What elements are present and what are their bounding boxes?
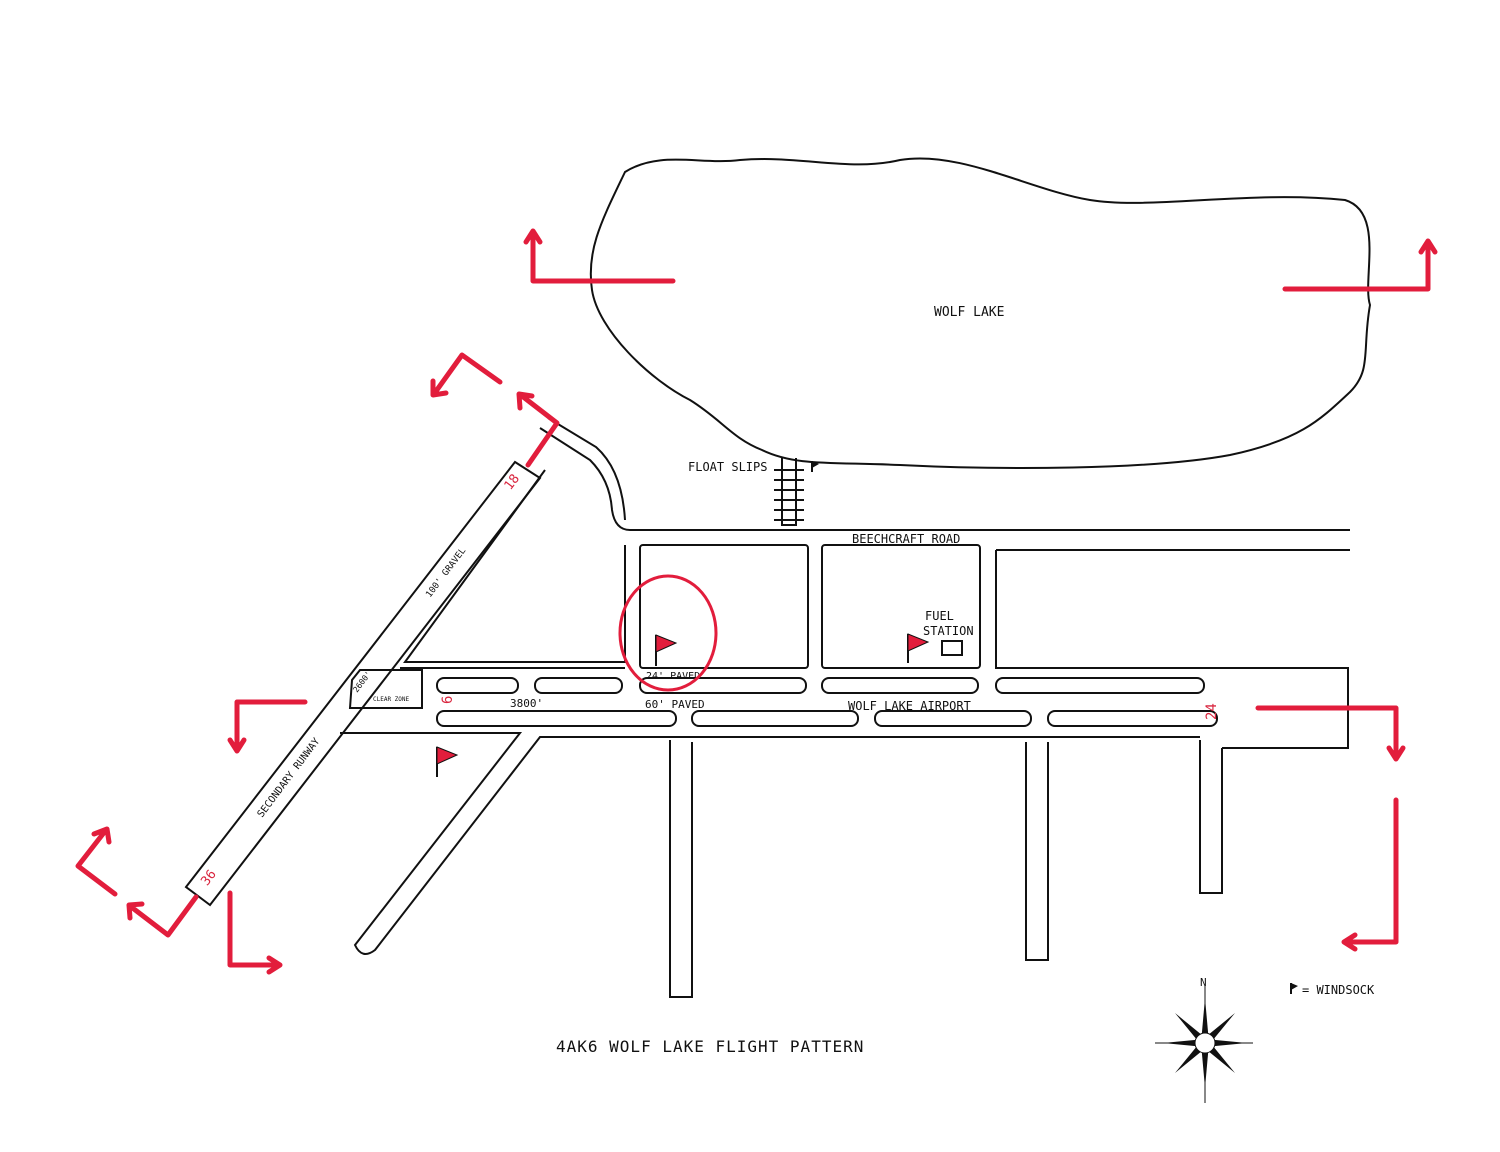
runway-width-label: 60' PAVED <box>645 698 705 711</box>
access-road <box>539 417 1350 551</box>
sec-length-label: 2600' <box>351 670 373 695</box>
lots <box>400 469 1349 749</box>
clear-zone-label: CLEAR ZONE <box>373 696 410 703</box>
lake-label: WOLF LAKE <box>934 305 1004 320</box>
map-title: 4AK6 WOLF LAKE FLIGHT PATTERN <box>556 1037 864 1056</box>
sec-name-label: SECONDARY RUNWAY <box>256 736 323 820</box>
airport-label: WOLF LAKE AIRPORT <box>848 699 971 713</box>
windsock-legend: = WINDSOCK <box>1302 983 1375 997</box>
runway-number-6: 6 <box>440 696 456 704</box>
windsock-legend-icon <box>1290 983 1298 994</box>
secondary-runway <box>184 460 542 907</box>
fuel-label: FUEL <box>925 609 954 623</box>
fuel-label-2: STATION <box>923 624 974 638</box>
road-label: BEECHCRAFT ROAD <box>852 532 960 546</box>
runway-length-label: 3800' <box>510 697 543 710</box>
float-slips-label: FLOAT SLIPS <box>688 460 767 474</box>
windsock-icon <box>436 746 459 777</box>
north-label: N <box>1200 976 1207 989</box>
flight-pattern <box>75 228 1438 975</box>
windsock-icon <box>655 634 678 666</box>
wolf-lake <box>589 157 1372 469</box>
taxi-width-label: 24' PAVED <box>646 671 700 682</box>
float-slips <box>774 458 804 526</box>
sec-surface-label: 100' GRAVEL <box>424 546 468 600</box>
runway-number-24: 24 <box>1204 703 1220 720</box>
windsock-icon <box>907 633 930 663</box>
main-runway <box>340 669 1223 998</box>
highlight-circle <box>618 574 718 692</box>
windsock-icon <box>811 461 819 472</box>
compass-rose-icon <box>1155 985 1253 1103</box>
runway-number-36: 36 <box>198 867 219 889</box>
